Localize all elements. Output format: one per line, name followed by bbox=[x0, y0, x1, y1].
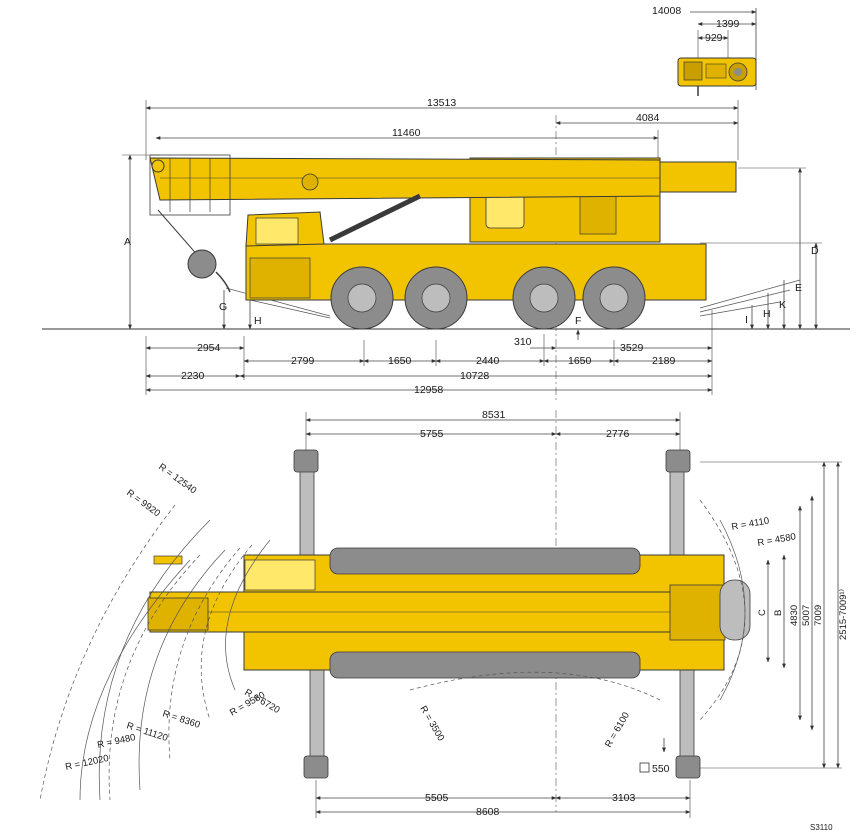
dim-10728: 10728 bbox=[460, 370, 489, 382]
letter-F: F bbox=[575, 315, 581, 327]
dim-3529: 3529 bbox=[620, 342, 644, 354]
radius-4110: R = 4110 bbox=[731, 516, 770, 533]
letter-K: K bbox=[779, 299, 786, 311]
radius-9920: R = 9920 bbox=[124, 488, 162, 520]
dim-2799: 2799 bbox=[291, 355, 315, 367]
dim-2230: 2230 bbox=[181, 370, 205, 382]
letter-E: E bbox=[795, 282, 802, 294]
plan-crane-body bbox=[147, 547, 751, 679]
dim-11460: 11460 bbox=[392, 127, 421, 139]
dim-4084: 4084 bbox=[636, 112, 660, 124]
dim-2776: 2776 bbox=[606, 428, 630, 440]
letter-G: G bbox=[219, 301, 227, 313]
dim-1650-left: 1650 bbox=[388, 355, 412, 367]
radius-3500: R = 3500 bbox=[417, 704, 446, 743]
inset-overall-dim: 14008 bbox=[652, 5, 681, 17]
inset-dim-1: 1399 bbox=[716, 18, 740, 30]
dim-5755: 5755 bbox=[420, 428, 444, 440]
dim-2440: 2440 bbox=[476, 355, 500, 367]
dim-310: 310 bbox=[514, 336, 532, 348]
radius-9480: R = 9480 bbox=[96, 732, 136, 751]
dim-3103: 3103 bbox=[612, 792, 636, 804]
dim-5505: 5505 bbox=[425, 792, 449, 804]
side-view: 13513 11460 4084 A G H D E F K H I bbox=[42, 97, 850, 400]
outriggers bbox=[293, 449, 701, 779]
letter-A: A bbox=[124, 236, 131, 248]
radius-6100: R = 6100 bbox=[603, 710, 632, 749]
dim-2954: 2954 bbox=[197, 342, 221, 354]
dim-C: C bbox=[757, 609, 768, 616]
letter-D: D bbox=[811, 245, 819, 257]
letter-H-left: H bbox=[254, 315, 262, 327]
radius-arcs-right bbox=[409, 499, 746, 721]
dim-12958: 12958 bbox=[414, 384, 443, 396]
letter-I: I bbox=[745, 314, 748, 326]
radius-12020: R = 12020 bbox=[64, 753, 109, 773]
support-square-icon bbox=[639, 762, 650, 773]
side-wheels bbox=[330, 266, 646, 330]
support-550: 550 bbox=[652, 763, 670, 775]
dim-4830: 4830 bbox=[789, 605, 800, 626]
dim-7009: 7009 bbox=[813, 605, 824, 626]
radius-4580: R = 4580 bbox=[757, 531, 797, 549]
top-inset: 14008 1399 929 bbox=[652, 5, 757, 96]
dim-2515-7009: 2515-7009¹⁾ bbox=[838, 589, 849, 640]
dim-8608: 8608 bbox=[476, 806, 500, 818]
dim-2189: 2189 bbox=[652, 355, 676, 367]
dim-8531: 8531 bbox=[482, 409, 506, 421]
inset-crane-cab bbox=[677, 57, 757, 96]
inset-dim-2: 929 bbox=[705, 32, 723, 44]
drawing-code: S3110 bbox=[810, 823, 833, 832]
dim-B: B bbox=[773, 610, 784, 616]
radius-12540: R = 12540 bbox=[156, 462, 198, 497]
radius-arcs-left bbox=[39, 504, 271, 801]
dim-1650-right: 1650 bbox=[568, 355, 592, 367]
dim-5007: 5007 bbox=[801, 605, 812, 626]
dim-13513: 13513 bbox=[427, 97, 456, 109]
plan-view: 8531 5755 2776 bbox=[39, 409, 849, 818]
letter-H-right: H bbox=[763, 308, 771, 320]
radius-8360: R = 8360 bbox=[161, 708, 201, 730]
